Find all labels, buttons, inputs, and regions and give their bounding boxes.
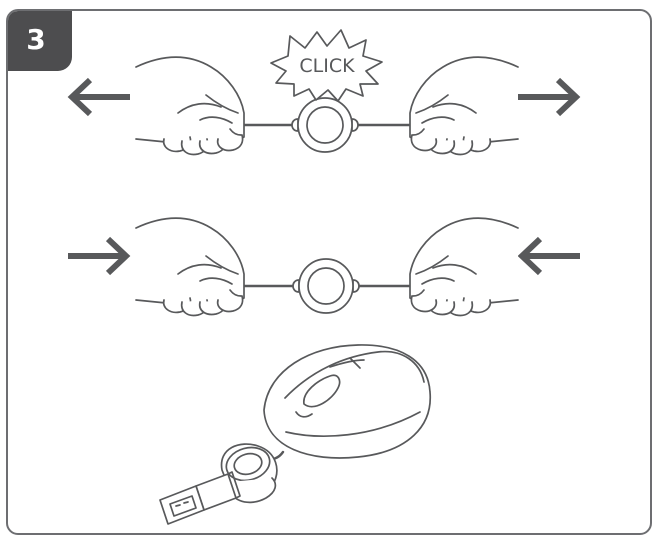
push-together-row	[68, 217, 580, 317]
cable-reel-icon	[292, 258, 360, 314]
arrow-left-icon	[67, 77, 130, 117]
step-number: 3	[26, 23, 46, 56]
click-label: CLICK	[299, 55, 355, 77]
arrow-right-icon	[68, 236, 131, 276]
usb-plug-icon	[159, 471, 241, 525]
pull-apart-row: CLICK	[67, 29, 581, 156]
step-badge: 3	[8, 11, 72, 71]
hand-icon	[409, 56, 519, 156]
hand-icon	[135, 217, 245, 317]
mouse-assembly	[159, 344, 431, 525]
mouse-icon	[263, 344, 431, 459]
arrow-right-icon	[518, 77, 581, 117]
cable-reel-icon	[291, 97, 359, 153]
click-burst-icon: CLICK	[270, 29, 383, 102]
hand-icon	[135, 56, 245, 156]
arrow-left-icon	[517, 236, 580, 276]
hand-icon	[409, 217, 519, 317]
